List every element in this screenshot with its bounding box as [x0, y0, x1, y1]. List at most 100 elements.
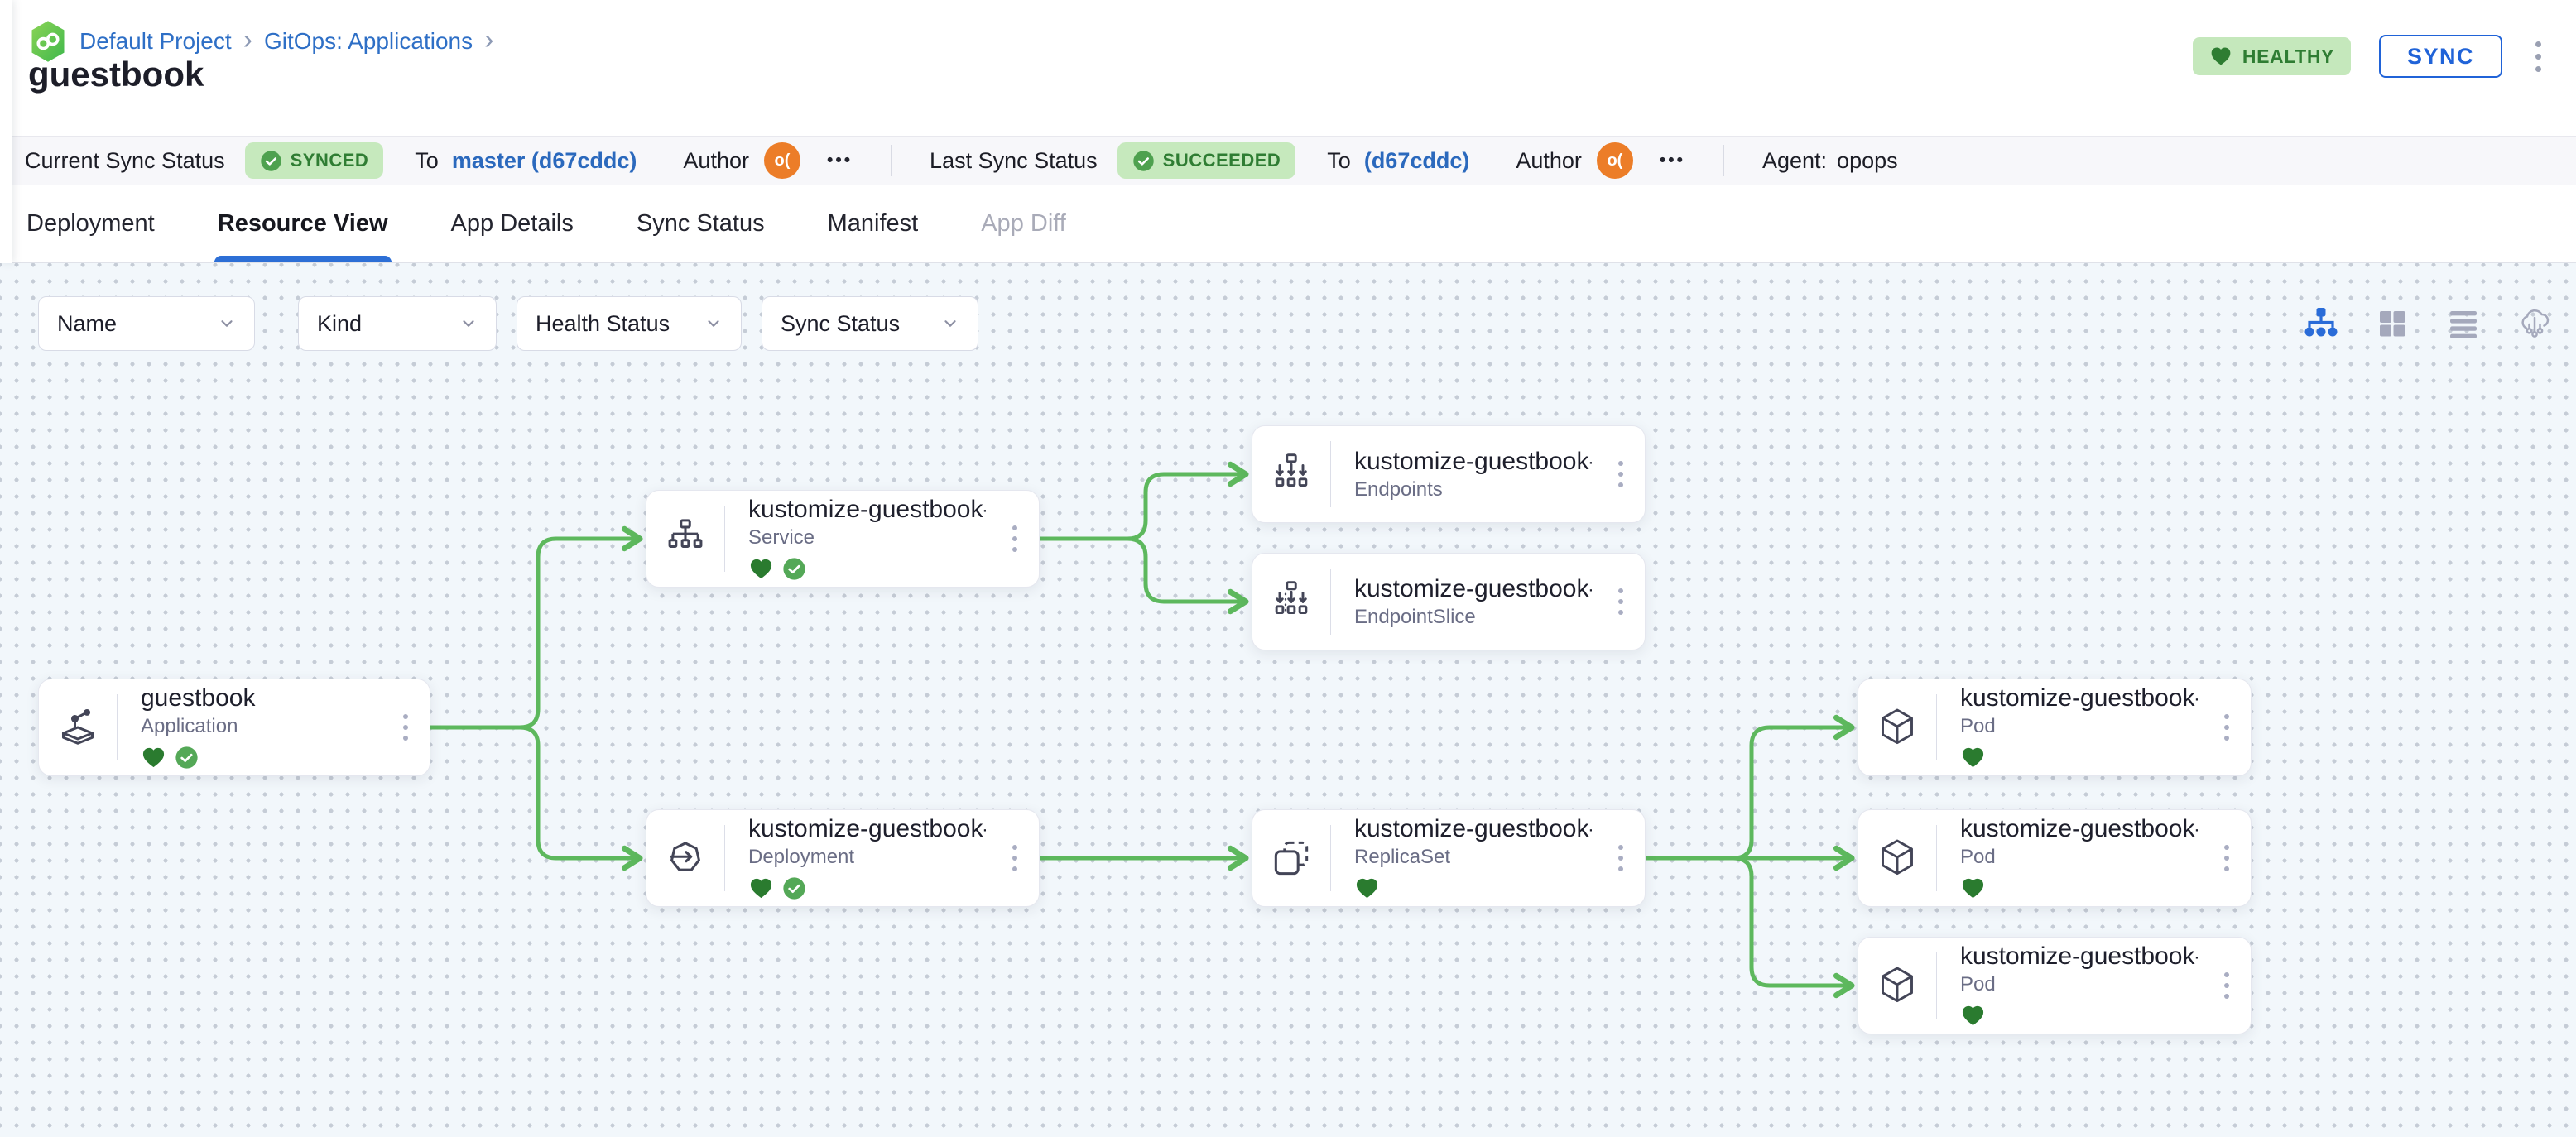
tab-manifest[interactable]: Manifest — [827, 210, 919, 237]
heart-healthy-icon — [1960, 876, 1986, 901]
chevron-down-icon — [218, 314, 236, 333]
resource-kind-label: Pod — [1960, 714, 1996, 737]
resource-kind-label: Endpoints — [1354, 477, 1443, 501]
commit-more-button[interactable]: ••• — [826, 151, 853, 170]
heart-healthy-icon — [141, 745, 166, 770]
edge-app-to-dep — [428, 725, 643, 871]
breadcrumb-separator: › — [243, 24, 252, 55]
resource-name: kustomize-guestbook-ui-... — [1354, 814, 1592, 842]
divider — [1330, 568, 1331, 635]
node-kebab-menu-icon[interactable] — [1007, 521, 1022, 557]
node-kebab-menu-icon[interactable] — [1613, 456, 1628, 492]
sync-status-filter-dropdown[interactable]: Sync Status — [762, 296, 978, 351]
divider — [1936, 825, 1937, 891]
sync-button[interactable]: SYNC — [2378, 35, 2502, 78]
sync-status-filter-label: Sync Status — [781, 310, 901, 336]
heart-healthy-icon — [748, 876, 774, 901]
tab-app-diff: App Diff — [981, 210, 1066, 237]
current-revision-link[interactable]: master (d67cddc) — [451, 147, 637, 173]
agent-label: Agent: — [1761, 147, 1828, 173]
resource-node-endpointslice[interactable]: kustomize-guestbook-ui-... EndpointSlice — [1252, 553, 1646, 650]
resource-tree-canvas[interactable]: Name Kind Health Status Sync Status gues… — [0, 263, 2576, 1137]
resource-name: kustomize-guestbook-ui — [748, 495, 986, 523]
resource-health-row — [1960, 745, 2198, 771]
kind-filter-dropdown[interactable]: Kind — [298, 296, 497, 351]
deployment-icon — [646, 810, 724, 906]
page-title: guestbook — [28, 55, 204, 94]
name-filter-dropdown[interactable]: Name — [38, 296, 255, 351]
list-view-icon[interactable] — [2444, 304, 2483, 343]
resource-node-pod[interactable]: kustomize-guestbook-ui-... Pod — [1858, 679, 2252, 776]
app-menu-kebab-icon[interactable] — [2530, 36, 2546, 77]
edge-svc-to-ep — [1037, 461, 1249, 541]
author-avatar[interactable]: o( — [1596, 142, 1633, 179]
resource-node-pod[interactable]: kustomize-guestbook-ui-... Pod — [1858, 809, 2252, 907]
pod-icon — [1858, 679, 1936, 775]
divider — [1936, 694, 1937, 760]
cloud-view-icon[interactable] — [2515, 304, 2554, 343]
resource-node-pod[interactable]: kustomize-guestbook-ui-... Pod — [1858, 937, 2252, 1034]
resource-node-replicaset[interactable]: kustomize-guestbook-ui-... ReplicaSet — [1252, 809, 1646, 907]
edge-rs-to-pod1 — [1643, 714, 1855, 861]
resource-node-endpoints[interactable]: kustomize-guestbook-ui Endpoints — [1252, 425, 1646, 523]
node-kebab-menu-icon[interactable] — [2219, 840, 2234, 876]
grid-view-icon[interactable] — [2372, 304, 2412, 343]
resource-name: kustomize-guestbook-ui-... — [1354, 574, 1592, 602]
tab-app-details[interactable]: App Details — [450, 210, 574, 237]
author-label: Author — [1516, 147, 1582, 173]
node-kebab-menu-icon[interactable] — [2219, 967, 2234, 1004]
breadcrumb-separator: › — [484, 24, 494, 55]
resource-kind-label: Deployment — [748, 845, 855, 868]
node-kebab-menu-icon[interactable] — [398, 709, 413, 746]
resource-filter-bar: Name Kind Health Status Sync Status — [0, 296, 2576, 351]
heart-healthy-icon — [1354, 876, 1380, 901]
resource-name: kustomize-guestbook-ui — [748, 814, 986, 842]
edge-app-to-svc — [428, 525, 643, 730]
to-label: To — [1327, 147, 1351, 173]
divider — [1723, 145, 1724, 176]
resource-kind-label: ReplicaSet — [1354, 845, 1451, 868]
resource-node-application[interactable]: guestbook Application — [38, 679, 430, 776]
tab-deployment[interactable]: Deployment — [26, 210, 155, 237]
commit-more-button[interactable]: ••• — [1659, 151, 1685, 170]
tab-sync-status[interactable]: Sync Status — [636, 210, 765, 237]
tab-resource-view[interactable]: Resource View — [214, 185, 392, 262]
resource-kind-label: EndpointSlice — [1354, 605, 1476, 628]
author-label: Author — [683, 147, 749, 173]
breadcrumb-project-link[interactable]: Default Project — [79, 28, 232, 54]
node-kebab-menu-icon[interactable] — [2219, 709, 2234, 746]
to-label: To — [415, 147, 439, 173]
last-revision-link[interactable]: (d67cddc) — [1363, 147, 1470, 173]
node-kebab-menu-icon[interactable] — [1007, 840, 1022, 876]
collapsed-sidebar-strip[interactable] — [0, 0, 12, 263]
synced-badge: SYNCED — [244, 142, 384, 179]
tree-view-icon[interactable] — [2301, 304, 2341, 343]
breadcrumb-gitops-applications-link[interactable]: GitOps: Applications — [263, 28, 473, 54]
edge-svc-to-eps — [1037, 536, 1249, 615]
resource-kind-label: Application — [141, 714, 238, 737]
resource-name: kustomize-guestbook-ui-... — [1960, 942, 2198, 970]
resource-health-row — [748, 876, 986, 902]
resource-kind-label: Pod — [1960, 972, 1996, 995]
current-sync-status-label: Current Sync Status — [25, 147, 225, 173]
divider — [1936, 952, 1937, 1019]
succeeded-badge-text: SUCCEEDED — [1162, 150, 1281, 170]
node-kebab-menu-icon[interactable] — [1613, 840, 1628, 876]
heart-icon — [2209, 45, 2232, 68]
resource-kind-label: Service — [748, 525, 815, 549]
pod-icon — [1858, 938, 1936, 1034]
resource-node-deployment[interactable]: kustomize-guestbook-ui Deployment — [646, 809, 1040, 907]
gitops-project-icon — [31, 21, 65, 62]
resource-health-row — [1960, 1003, 2198, 1029]
author-avatar[interactable]: o( — [763, 142, 800, 179]
app-health-label: HEALTHY — [2242, 45, 2334, 67]
heart-healthy-icon — [1960, 745, 1986, 770]
breadcrumb: Default Project › GitOps: Applications › — [28, 20, 493, 63]
health-status-filter-dropdown[interactable]: Health Status — [517, 296, 742, 351]
agent-value: opops — [1837, 147, 1898, 173]
node-kebab-menu-icon[interactable] — [1613, 583, 1628, 620]
divider — [724, 506, 725, 572]
resource-node-service[interactable]: kustomize-guestbook-ui Service — [646, 490, 1040, 588]
resource-name: kustomize-guestbook-ui — [1354, 447, 1592, 475]
check-synced-icon — [175, 746, 199, 770]
